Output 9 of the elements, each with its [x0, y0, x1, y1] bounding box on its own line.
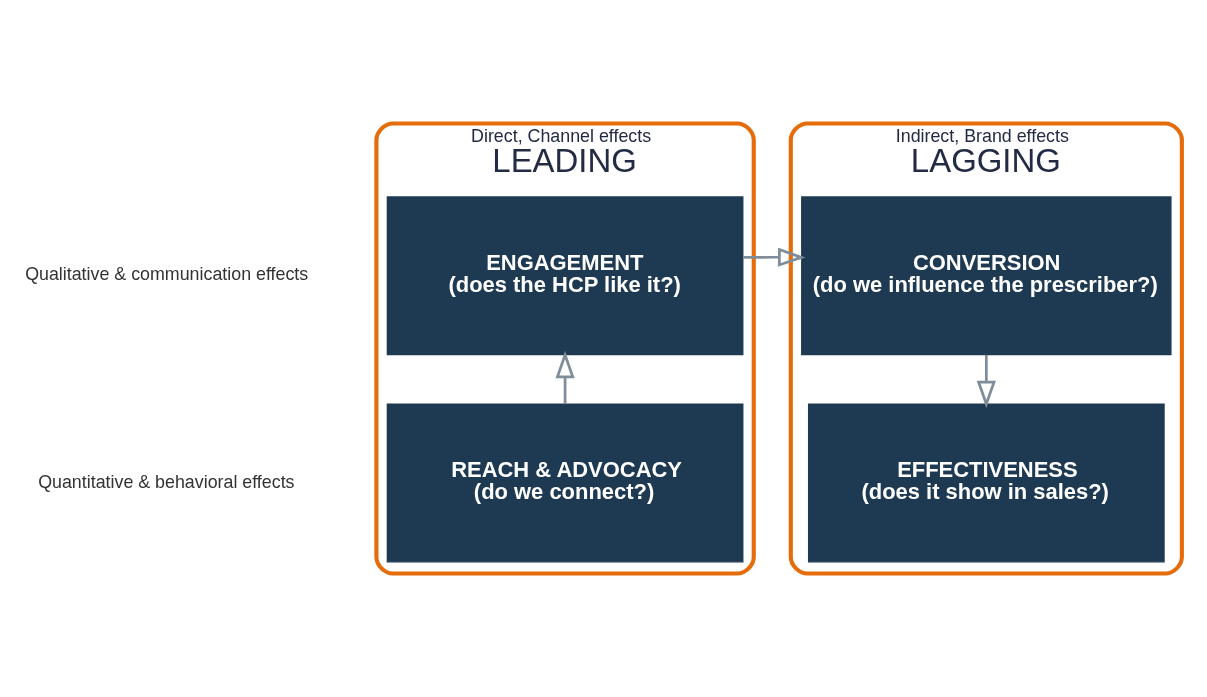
- label: Qualitative & communication effects: [25, 264, 309, 285]
- arrow: [743, 247, 806, 267]
- arrow: [976, 354, 996, 409]
- label: Quantitative & behavioral effects: [38, 471, 295, 492]
- arrow: [555, 350, 575, 405]
- node-box: ENGAGEMENT (does the HCP like it?): [386, 196, 744, 356]
- node-box: CONVERSION (do we influence the prescriber?): [801, 196, 1172, 356]
- node-box: EFFECTIVENESS (does it show in sales?): [807, 403, 1165, 563]
- node-box: REACH & ADVOCACY (do we connect?): [386, 403, 744, 563]
